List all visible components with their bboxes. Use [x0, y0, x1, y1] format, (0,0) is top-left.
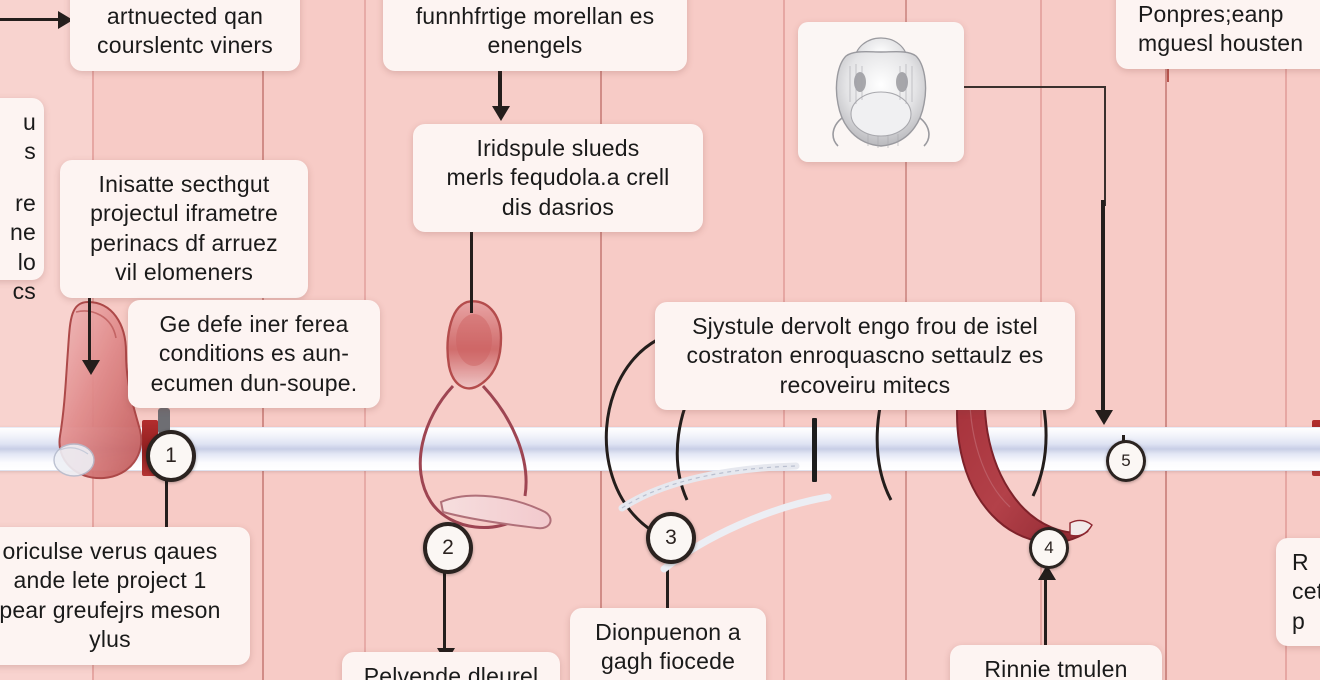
grid-line-4 — [600, 0, 602, 680]
callout-line: Ge defe iner ferea — [159, 311, 349, 337]
connector-down-to-marker5 — [1101, 200, 1105, 418]
timeline-marker-5[interactable]: 5 — [1106, 440, 1146, 482]
stem-marker-2 — [443, 560, 446, 655]
callout-line: lo — [17, 248, 36, 275]
callout-line: R — [1292, 549, 1309, 575]
callout-top-left[interactable]: artnuected qan courslentc viners — [70, 0, 300, 71]
callout-upper-left[interactable]: Inisatte secthgut projectul iframetre pe… — [60, 160, 308, 298]
marker-label: 5 — [1121, 451, 1131, 470]
timeline-pin-left — [158, 408, 170, 434]
callout-line: courslentc viners — [97, 32, 273, 59]
callout-line: merls fequdola.a crell — [446, 164, 670, 191]
timeline-divider-tick — [812, 418, 817, 482]
anatomical-specimen-card — [798, 22, 964, 162]
callout-line: p — [1292, 607, 1305, 634]
timeline-marker-4[interactable]: 4 — [1029, 527, 1069, 569]
grid-line-9 — [1285, 0, 1287, 680]
connector-specimen-right — [960, 86, 1106, 88]
callout-top-center[interactable]: funnhfrtige morellan es enengels — [383, 0, 687, 71]
callout-mid-center[interactable]: Iridspule slueds merls fequdola.a crell … — [413, 124, 703, 233]
callout-line: dis dasrios — [501, 193, 615, 220]
red-tissue-center — [418, 300, 552, 530]
callout-line: projectul iframetre — [90, 200, 278, 227]
connector-upper-left-down — [88, 278, 91, 370]
stem-marker-4 — [1044, 580, 1047, 660]
marker-label: 3 — [665, 526, 677, 549]
callout-line: conditions es aun- — [158, 340, 350, 367]
callout-line: Inisatte secthgut — [98, 171, 270, 197]
callout-line: s — [24, 138, 36, 165]
grid-line-8 — [1165, 0, 1167, 680]
timeline-marker-2[interactable]: 2 — [423, 522, 473, 574]
callout-mid-right[interactable]: Sjystule dervolt engo frou de istel cost… — [655, 302, 1075, 411]
arrow-down-top-center — [492, 106, 510, 121]
callout-line: cs — [12, 278, 36, 305]
callout-bottom-left[interactable]: Pelvende dleurel — [342, 652, 560, 680]
callout-line: artnuected qan — [106, 3, 264, 29]
marker-label: 4 — [1044, 538, 1054, 557]
callout-line: pear greufejrs meson — [0, 596, 221, 623]
callout-mid-left[interactable]: Ge defe iner ferea conditions es aun- ec… — [128, 300, 380, 409]
callout-line: Ponpres;eanp — [1138, 1, 1284, 27]
callout-line: Iridspule slueds — [476, 135, 640, 161]
callout-line: u — [23, 109, 36, 135]
red-tissue-left — [53, 300, 143, 480]
callout-lower-left[interactable]: oriculse verus qaues ande lete project 1… — [0, 527, 250, 665]
arrow-right-top-left — [58, 11, 73, 29]
callout-line: Dionpuenon a — [595, 619, 741, 645]
callout-line: gagh fiocede — [600, 648, 736, 675]
callout-line: ne — [10, 219, 36, 246]
marker-label: 2 — [442, 536, 454, 559]
marker-label: 1 — [165, 444, 177, 467]
callout-line: cet — [1292, 578, 1320, 605]
callout-line: costraton enroquascno settaulz es — [686, 342, 1044, 369]
callout-line: funnhfrtige morellan es — [415, 3, 655, 29]
arrow-down-upper-left — [82, 360, 100, 375]
callout-line: ande lete project 1 — [13, 567, 207, 594]
timeline-marker-1[interactable]: 1 — [146, 430, 196, 482]
callout-line: ylus — [89, 626, 131, 653]
callout-line: perinacs df arruez — [90, 229, 278, 256]
connector-into-top-left-callout — [0, 18, 62, 21]
fiber-strand-left — [618, 462, 800, 512]
connector-top-center-down — [498, 54, 502, 112]
callout-bottom-right[interactable]: Rinnie tmulen — [950, 645, 1162, 680]
timeline-bar[interactable] — [0, 427, 1320, 471]
connector-specimen-elbow — [1104, 86, 1106, 206]
callout-line: Sjystule dervolt engo frou de istel — [692, 313, 1038, 339]
callout-line: enengels — [487, 32, 583, 59]
callout-line: recoveiru mitecs — [779, 371, 951, 398]
connector-mid-center-down — [470, 218, 473, 313]
callout-line: alesmoreurze — [584, 677, 752, 680]
anatomical-gray-specimen-icon — [832, 37, 930, 148]
callout-line: mguesl housten — [1138, 30, 1304, 57]
timeline-marker-3[interactable]: 3 — [646, 512, 696, 564]
callout-line: vil elomeners — [114, 259, 254, 286]
arrow-down-right — [1095, 410, 1113, 425]
callout-line-gap — [0, 167, 36, 189]
callout-line: re — [15, 189, 36, 216]
callout-left-edge[interactable]: u s re ne lo cs — [0, 98, 44, 304]
callout-line: ecumen dun-soupe. — [150, 369, 358, 396]
callout-right-edge[interactable]: R cet p — [1276, 538, 1320, 647]
callout-line: oriculse verus qaues — [2, 538, 218, 564]
callout-bottom-center[interactable]: Dionpuenon a gagh fiocede alesmoreurze — [570, 608, 766, 680]
callout-top-right[interactable]: Ponpres;eanp mguesl housten — [1116, 0, 1320, 69]
callout-line: Pelvende dleurel — [363, 663, 539, 680]
callout-line: Rinnie tmulen — [984, 656, 1128, 680]
